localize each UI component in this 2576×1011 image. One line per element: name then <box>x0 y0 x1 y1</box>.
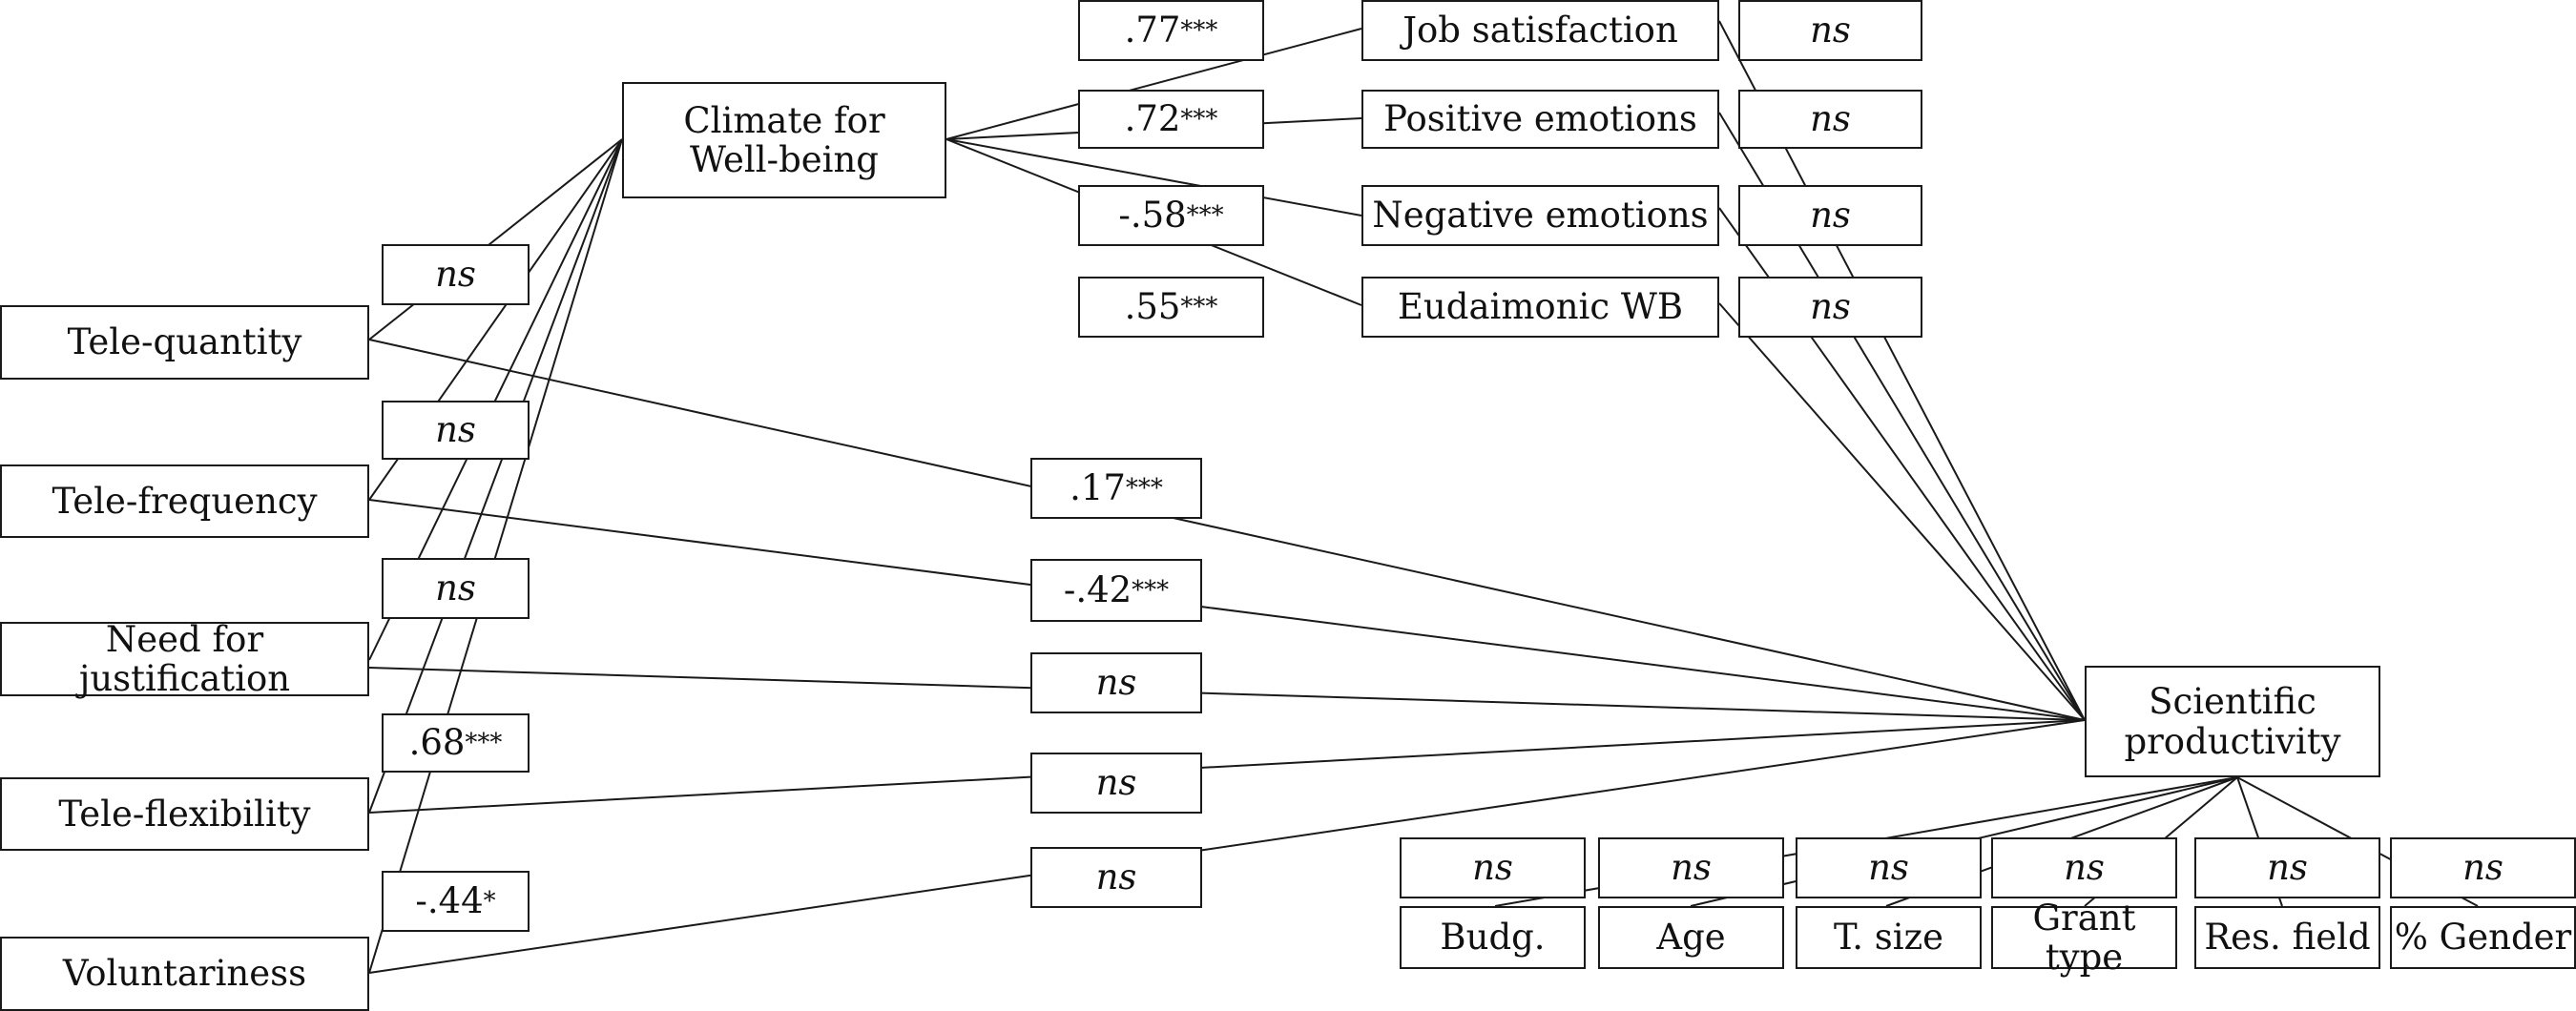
coef-budget: ns <box>1400 837 1586 898</box>
coef-value: ns <box>1868 847 1909 889</box>
coef-value: ns <box>1810 10 1851 52</box>
coef-value: ns <box>2267 847 2308 889</box>
coef-value: .72 <box>1124 98 1181 140</box>
need-justification-box: Need for justification <box>0 618 369 699</box>
coef-team-size: ns <box>1796 837 1982 898</box>
tele-quantity-label: Tele-quantity <box>67 321 302 363</box>
team-size-label: T. size <box>1834 917 1943 959</box>
coef-value: ns <box>1671 847 1712 889</box>
grant-type-label: Grant type <box>2032 897 2136 978</box>
research-field-box: Res. field <box>2194 906 2380 969</box>
voluntariness-box: Voluntariness <box>0 937 369 1011</box>
climate-label: Climate for Well-being <box>683 99 885 180</box>
productivity-label: Scientific productivity <box>2124 681 2341 762</box>
gender-label: % Gender <box>2394 917 2572 959</box>
coef-justification-productivity: ns <box>1030 652 1202 713</box>
positive-emotions-label: Positive emotions <box>1383 98 1697 140</box>
positive-emotions-box: Positive emotions <box>1361 90 1719 149</box>
coef-value: .77 <box>1124 10 1181 52</box>
tele-flexibility-label: Tele-flexibility <box>58 793 311 835</box>
path-voluntariness-climate <box>368 138 623 974</box>
coef-value: ns <box>1810 286 1851 328</box>
age-box: Age <box>1598 906 1784 969</box>
path-eudaimonic-productivity <box>1718 302 2086 721</box>
climate-box: Climate for Well-being <box>622 82 946 198</box>
coef-value: ns <box>435 409 476 451</box>
tele-frequency-label: Tele-frequency <box>52 480 318 522</box>
coef-value: ns <box>2064 847 2105 889</box>
tele-frequency-box: Tele-frequency <box>0 464 369 538</box>
tele-flexibility-box: Tele-flexibility <box>0 777 369 851</box>
budget-box: Budg. <box>1400 906 1586 969</box>
need-justification-label: Need for justification <box>78 618 291 699</box>
job-satisfaction-label: Job satisfaction <box>1402 10 1678 52</box>
eudaimonic-box: Eudaimonic WB <box>1361 277 1719 338</box>
coef-value: ns <box>1810 195 1851 237</box>
coef-justification-climate: ns <box>382 558 530 619</box>
coef-value: ns <box>1810 98 1851 140</box>
coef-frequency-productivity: -.42*** <box>1030 559 1202 622</box>
budget-label: Budg. <box>1440 917 1546 959</box>
path-justification-productivity <box>368 667 2086 721</box>
coef-eudaimonic-productivity: ns <box>1738 277 1922 338</box>
coef-negative-productivity: ns <box>1738 185 1922 246</box>
coef-climate-negative: -.58*** <box>1078 185 1264 246</box>
coef-climate-eudaimonic: .55*** <box>1078 277 1264 338</box>
eudaimonic-label: Eudaimonic WB <box>1397 286 1684 328</box>
coef-value: -.42 <box>1063 569 1132 611</box>
coef-value: -.44 <box>415 880 484 922</box>
coef-climate-job: .77*** <box>1078 0 1264 61</box>
gender-box: % Gender <box>2390 906 2576 969</box>
coef-climate-positive: .72*** <box>1078 90 1264 149</box>
coef-job-productivity: ns <box>1738 0 1922 61</box>
tele-quantity-box: Tele-quantity <box>0 305 369 380</box>
coef-value: ns <box>1095 662 1137 704</box>
coef-frequency-climate: ns <box>382 401 530 460</box>
age-label: Age <box>1656 917 1726 959</box>
coef-quantity-productivity: .17*** <box>1030 458 1202 519</box>
path-voluntariness-productivity <box>368 719 2086 974</box>
path-quantity-climate <box>368 138 623 340</box>
coef-value: ns <box>435 567 476 609</box>
coef-value: ns <box>1472 847 1513 889</box>
coef-value: ns <box>1095 762 1137 804</box>
team-size-box: T. size <box>1796 906 1982 969</box>
coef-flexibility-climate: .68*** <box>382 713 530 773</box>
coef-grant-type: ns <box>1991 837 2177 898</box>
coef-value: .55 <box>1124 286 1181 328</box>
coef-gender: ns <box>2390 837 2576 898</box>
path-climate-negative <box>945 138 1362 217</box>
coef-voluntariness-climate: -.44* <box>382 871 530 932</box>
coef-value: ns <box>435 254 476 296</box>
grant-type-box: Grant type <box>1991 898 2177 977</box>
coef-research-field: ns <box>2194 837 2380 898</box>
coef-flexibility-productivity: ns <box>1030 753 1202 814</box>
path-frequency-productivity <box>368 499 2086 721</box>
path-quantity-productivity <box>368 339 2086 721</box>
coef-voluntariness-productivity: ns <box>1030 847 1202 908</box>
coef-value: ns <box>2462 847 2503 889</box>
path-flexibility-climate <box>368 138 623 814</box>
coef-value: .17 <box>1070 467 1126 509</box>
coef-value: ns <box>1095 856 1137 898</box>
research-field-label: Res. field <box>2204 917 2371 959</box>
coef-age: ns <box>1598 837 1784 898</box>
voluntariness-label: Voluntariness <box>62 953 307 995</box>
job-satisfaction-box: Job satisfaction <box>1361 0 1719 61</box>
coef-value: -.58 <box>1118 195 1187 237</box>
coef-positive-productivity: ns <box>1738 90 1922 149</box>
path-climate-job <box>945 28 1362 140</box>
productivity-box: Scientific productivity <box>2085 666 2380 777</box>
coef-quantity-climate: ns <box>382 244 530 305</box>
negative-emotions-label: Negative emotions <box>1372 195 1709 237</box>
path-flexibility-productivity <box>368 719 2086 814</box>
coef-value: .68 <box>408 722 466 764</box>
negative-emotions-box: Negative emotions <box>1361 185 1719 246</box>
